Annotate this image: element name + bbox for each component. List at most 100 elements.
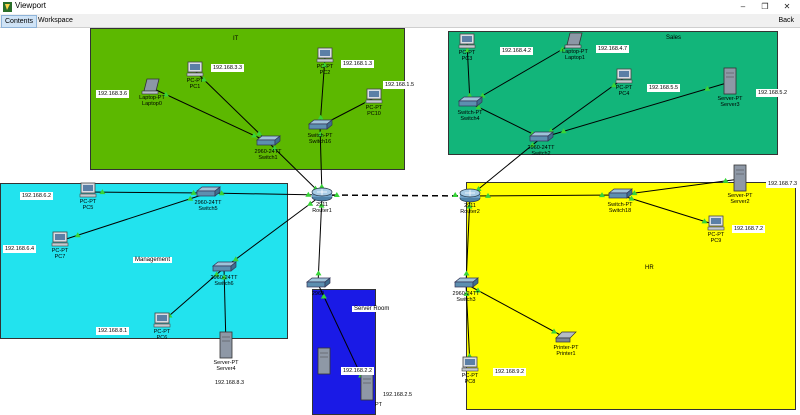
link-status-up (463, 290, 470, 296)
server4-server-icon[interactable] (219, 331, 233, 359)
ip-label-pc3: 192.168.4.2 (500, 47, 534, 55)
link-status-up (475, 104, 482, 110)
switch2-switch-icon[interactable] (529, 131, 554, 142)
pc10-pc-icon[interactable] (365, 88, 383, 104)
link-pc3-switch4[interactable] (466, 42, 471, 104)
link-router2-switch3[interactable] (465, 195, 471, 285)
link-switch2-router2[interactable] (469, 137, 542, 197)
link-switch5-router1[interactable] (207, 192, 323, 196)
link-switch3-printer1[interactable] (465, 283, 567, 339)
link-switch1-router1[interactable] (267, 141, 323, 196)
device-name: PC5 (82, 205, 94, 211)
link-status-up (529, 141, 536, 147)
device-name: PC3 (461, 56, 473, 62)
link-pc1-switch1[interactable] (194, 70, 269, 143)
switch16-switch-icon[interactable] (308, 119, 333, 130)
server3-server-icon[interactable] (723, 67, 737, 95)
switch18-switch-icon[interactable] (608, 188, 633, 199)
tab-contents[interactable]: Contents (1, 15, 38, 28)
zone-hr-label: HR (645, 265, 654, 271)
device-name: Switch3 (456, 297, 476, 303)
link-status-up (256, 130, 263, 136)
link-router1-server_room_switch[interactable] (317, 194, 323, 285)
link-server3-switch2[interactable] (540, 81, 731, 139)
switch6-switch-icon[interactable] (212, 261, 237, 272)
link-pc6-switch6[interactable] (161, 267, 225, 323)
link-status-up (479, 92, 486, 98)
link-status-up (466, 92, 473, 98)
laptop1-laptop-icon[interactable] (564, 32, 583, 49)
device-type: Server-PT (727, 193, 753, 199)
link-status-up (200, 76, 207, 82)
link-switch4-switch2[interactable] (469, 102, 542, 139)
link-status-up (318, 202, 325, 208)
link-pc2-switch16[interactable] (319, 56, 326, 127)
device-type: PC-PT (153, 329, 171, 335)
pc4-pc-icon[interactable] (615, 68, 633, 84)
link-switch6-router1[interactable] (223, 194, 323, 269)
server2-server-icon[interactable] (733, 164, 747, 192)
link-switch18-pc9[interactable] (619, 194, 717, 226)
pc9-pc-icon[interactable] (707, 215, 725, 231)
link-router1-router2[interactable] (321, 194, 471, 197)
server-room-pt-server-icon[interactable] (360, 373, 374, 401)
pc2-pc-icon[interactable] (316, 47, 334, 63)
back-button[interactable]: Back (778, 17, 794, 24)
link-status-up (213, 271, 220, 277)
tab-workspace[interactable]: Workspace (38, 17, 73, 24)
link-switch3-pc8[interactable] (465, 283, 471, 367)
link-switch18-server2[interactable] (619, 178, 741, 196)
pc5-pc-icon[interactable] (79, 182, 97, 198)
zone-it-label: IT (233, 36, 239, 42)
pc8-pc-icon[interactable] (461, 356, 479, 372)
pc7-pc-icon[interactable] (51, 231, 69, 247)
link-pc7-switch5[interactable] (59, 192, 209, 242)
printer1-printer-icon[interactable] (555, 331, 577, 343)
pc3-pc-icon[interactable] (458, 33, 476, 49)
link-status-up (485, 192, 491, 198)
link-status-up (475, 287, 481, 293)
switch1-switch-icon[interactable] (256, 135, 281, 146)
link-status-up (560, 128, 567, 134)
switch4-switch-icon[interactable] (458, 96, 483, 107)
minimize-button[interactable]: – (740, 2, 746, 11)
link-laptop0-switch1[interactable] (151, 87, 269, 143)
topology-canvas[interactable]: IT Sales Management HR Server Room Lapto… (0, 27, 800, 415)
device-type: Switch-PT (607, 202, 633, 208)
router1-router-icon[interactable] (311, 187, 333, 202)
link-status-up (74, 232, 81, 238)
server-room-switch-switch-icon[interactable] (306, 277, 331, 288)
link-router2-switch18[interactable] (469, 194, 621, 197)
device-name: Router2 (460, 209, 480, 215)
link-pc5-switch5[interactable] (87, 191, 209, 194)
switch3-switch-icon[interactable] (454, 277, 479, 288)
device-name: Router1 (312, 208, 332, 214)
link-status-up (464, 47, 471, 53)
pc1-pc-icon[interactable] (186, 61, 204, 77)
server-room-srv-server-icon[interactable] (317, 347, 331, 375)
device-name: PC1 (189, 84, 201, 90)
router2-router-icon[interactable] (459, 188, 481, 203)
link-switch16-router1[interactable] (319, 125, 323, 196)
switch5-switch-icon[interactable] (196, 186, 221, 197)
link-layer (51, 32, 747, 401)
ip-label-sr1: 192.168.2.2 (341, 367, 375, 375)
device-type: 2960-24TT (452, 291, 480, 297)
link-status-up (704, 85, 711, 91)
link-pc4-switch2[interactable] (540, 77, 625, 139)
laptop0-laptop-icon[interactable] (141, 78, 160, 95)
pc6-pc-icon[interactable] (153, 312, 171, 328)
close-button[interactable]: ✕ (783, 2, 791, 11)
ip-label-pc1: 192.168.3.3 (211, 64, 245, 72)
device-type: 2960-24TT (254, 149, 282, 155)
link-laptop1-switch4[interactable] (469, 41, 576, 104)
maximize-button[interactable]: ❐ (761, 2, 769, 11)
link-status-up (463, 270, 470, 276)
